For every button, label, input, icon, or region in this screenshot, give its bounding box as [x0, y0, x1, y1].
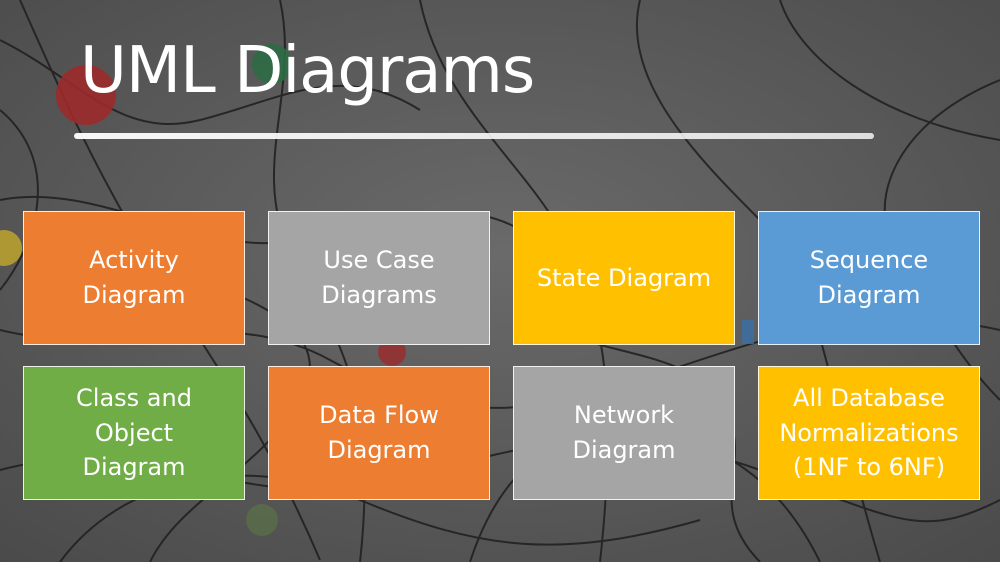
tile-label-line: Use Case: [323, 246, 435, 275]
tile-label-line: All Database: [793, 383, 945, 412]
tile-label-line: Normalizations: [779, 418, 959, 447]
tile-label-line: (1NF to 6NF): [792, 453, 946, 482]
tile-label-line: Data Flow: [319, 401, 439, 430]
tile-label-line: Sequence: [809, 246, 929, 275]
tile-label-line: State Diagram: [536, 263, 712, 292]
tile-label-line: Class and: [76, 383, 192, 412]
tile-label-line: Diagrams: [321, 281, 437, 309]
slide-title: UML Diagrams: [80, 34, 535, 108]
tile-state-diagram[interactable]: State Diagram: [513, 211, 735, 345]
tile-label-line: Diagram: [327, 436, 431, 464]
title-underline: [74, 133, 874, 139]
tile-label-line: Activity: [89, 246, 179, 275]
tile-label-line: Diagram: [817, 281, 921, 309]
tile-label-line: Diagram: [82, 453, 186, 482]
tile-label-line: Diagram: [82, 281, 186, 309]
tile-label-line: Network: [573, 401, 675, 430]
tile-label-line: Object: [94, 418, 174, 447]
tile-label-line: Diagram: [572, 436, 676, 464]
